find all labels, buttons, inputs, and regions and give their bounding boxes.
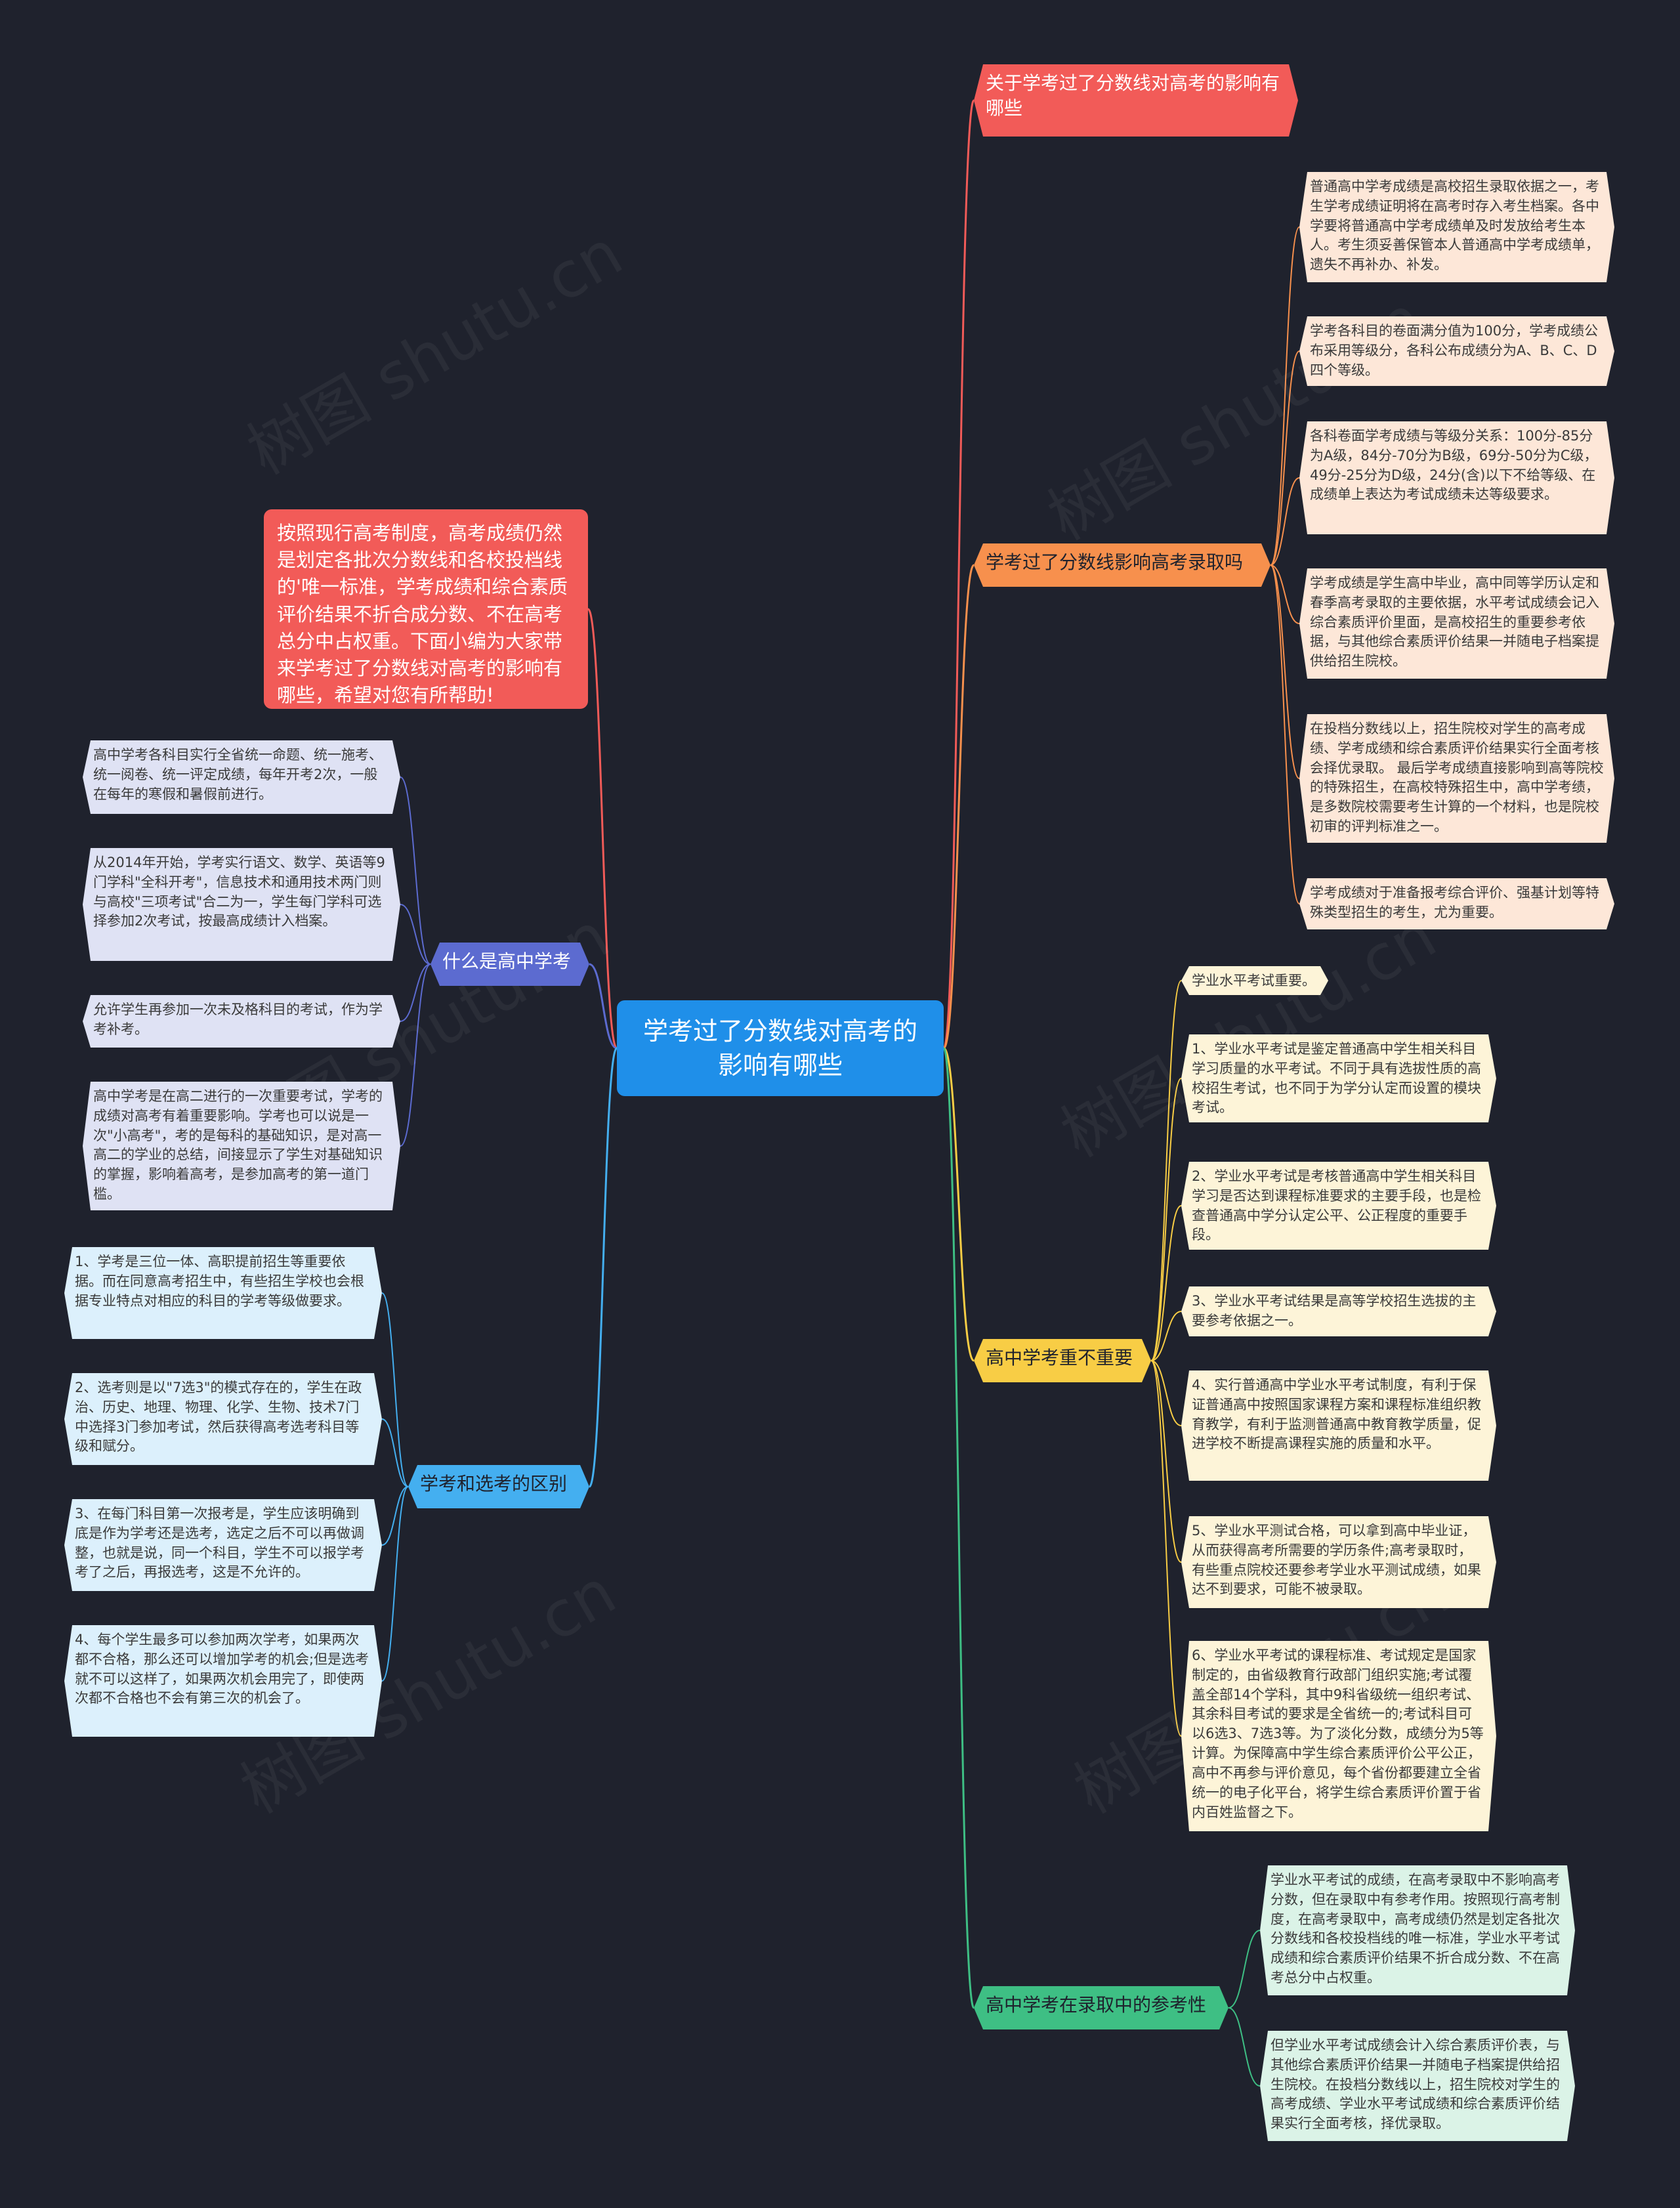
leaf-item[interactable]: 学考成绩是学生高中毕业，高中同等学历认定和春季高考录取的主要依据，水平考试成绩会… [1299,568,1614,679]
connector-line [1150,1078,1182,1361]
connector-line [1270,564,1300,779]
leaf-item[interactable]: 2、学业水平考试是考核普通高中学生相关科目学习是否达到课程标准要求的主要手段，也… [1181,1162,1496,1250]
leaf-item[interactable]: 3、在每门科目第一次报考是，学生应该明确到底是作为学考还是选考，选定之后不可以再… [64,1499,382,1591]
connector-line [381,1292,409,1487]
connector-line [381,1418,409,1487]
leaf-item[interactable]: 普通高中学考成绩是高校招生录取依据之一，考生学考成绩证明将在高考时存入考生档案。… [1299,172,1614,282]
branch-impact-title[interactable]: 关于学考过了分数线对高考的影响有哪些 [974,64,1298,137]
connector-line [1150,1311,1182,1361]
connector-line [1270,350,1300,566]
connector-line [1150,1360,1182,1426]
connector-line [942,99,975,1050]
leaf-item[interactable]: 1、学考是三位一体、高职提前招生等重要依据。而在同意高考招生中，有些招生学校也会… [64,1247,382,1339]
branch-reference-value[interactable]: 高中学考在录取中的参考性 [974,1986,1228,2029]
leaf-item[interactable]: 1、学业水平考试是鉴定普通高中学生相关科目学习质量的水平考试。不同于具有选拔性质… [1181,1034,1496,1122]
connector-line [1228,1930,1261,2008]
intro-note[interactable]: 按照现行高考制度，高考成绩仍然是划定各批次分数线和各校投档线的'唯一标准，学考成… [264,509,588,709]
leaf-item[interactable]: 4、每个学生最多可以参加两次学考，如果两次都不合格，那么还可以增加学考的机会;但… [64,1625,382,1737]
leaf-item[interactable]: 但学业水平考试成绩会计入综合素质评价表，与其他综合素质评价结果一并随电子档案提供… [1260,2031,1575,2141]
branch-affect-admission[interactable]: 学考过了分数线影响高考录取吗 [974,543,1270,587]
leaf-item[interactable]: 6、学业水平考试的课程标准、考试规定是国家制定的，由省级教育行政部门组织实施;考… [1181,1641,1496,1831]
connector-line [1270,564,1300,624]
connector-line [1270,226,1300,566]
leaf-item[interactable]: 从2014年开始，学考实行语文、数学、英语等9门学科"全科开考"，信息技术和通用… [83,848,400,961]
connector-line [1150,1360,1182,1737]
leaf-item[interactable]: 5、学业水平测试合格，可以拿到高中毕业证，从而获得高考所需要的学历条件;高考录取… [1181,1516,1496,1608]
leaf-item[interactable]: 学考各科目的卷面满分值为100分，学考成绩公布采用等级分，各科公布成绩分为A、B… [1299,316,1614,386]
connector-line [400,904,431,965]
branch-xuekao-vs-xuankao[interactable]: 学考和选考的区别 [408,1465,589,1508]
connector-line [400,776,431,965]
connector-line [1228,2007,1261,2087]
connector-line [942,1047,975,2009]
connector-line [589,963,618,1050]
connector-line [588,1047,618,1488]
connector-line [1270,564,1300,904]
root-topic[interactable]: 学考过了分数线对高考的影响有哪些 [617,1000,944,1096]
connector-line [942,564,975,1050]
connector-line [1150,980,1182,1361]
leaf-item[interactable]: 3、学业水平考试结果是高等学校招生选拔的主要参考依据之一。 [1181,1286,1496,1336]
connector-line [381,1486,409,1546]
leaf-item[interactable]: 允许学生再参加一次未及格科目的考试，作为学考补考。 [83,995,400,1048]
branch-importance[interactable]: 高中学考重不重要 [974,1339,1151,1382]
leaf-item[interactable]: 学考成绩对于准备报考综合评价、强基计划等特殊类型招生的考生，尤为重要。 [1299,878,1614,929]
connector-line [942,1047,975,1362]
connector-line [381,1486,409,1682]
connector-line [400,964,431,1147]
leaf-item[interactable]: 2、选考则是以"7选3"的模式存在的，学生在政治、历史、地理、物理、化学、生物、… [64,1373,382,1465]
leaf-item[interactable]: 学业水平考试的成绩，在高考录取中不影响高考分数，但在录取中有参考作用。按照现行高… [1260,1865,1575,1995]
branch-what-is-xuekao[interactable]: 什么是高中学考 [430,943,589,986]
connector-line [1270,477,1300,566]
connector-line [1150,1205,1182,1361]
connector-line [587,608,618,1050]
leaf-item[interactable]: 各科卷面学考成绩与等级分关系：100分-85分为A级，84分-70分为B级，69… [1299,421,1614,534]
leaf-item[interactable]: 高中学考是在高二进行的一次重要考试，学考的成绩对高考有着重要影响。学考也可以说是… [83,1082,400,1210]
leaf-item[interactable]: 在投档分数线以上，招生院校对学生的高考成绩、学考成绩和综合素质评价结果实行全面考… [1299,714,1614,843]
leaf-item[interactable]: 高中学考各科目实行全省统一命题、统一施考、统一阅卷、统一评定成绩，每年开考2次，… [83,740,400,814]
leaf-item[interactable]: 4、实行普通高中学业水平考试制度，有利于保证普通高中按照国家课程方案和课程标准组… [1181,1370,1496,1481]
connector-line [1150,1360,1182,1563]
connector-line [400,964,431,1022]
leaf-item[interactable]: 学业水平考试重要。 [1181,966,1328,995]
